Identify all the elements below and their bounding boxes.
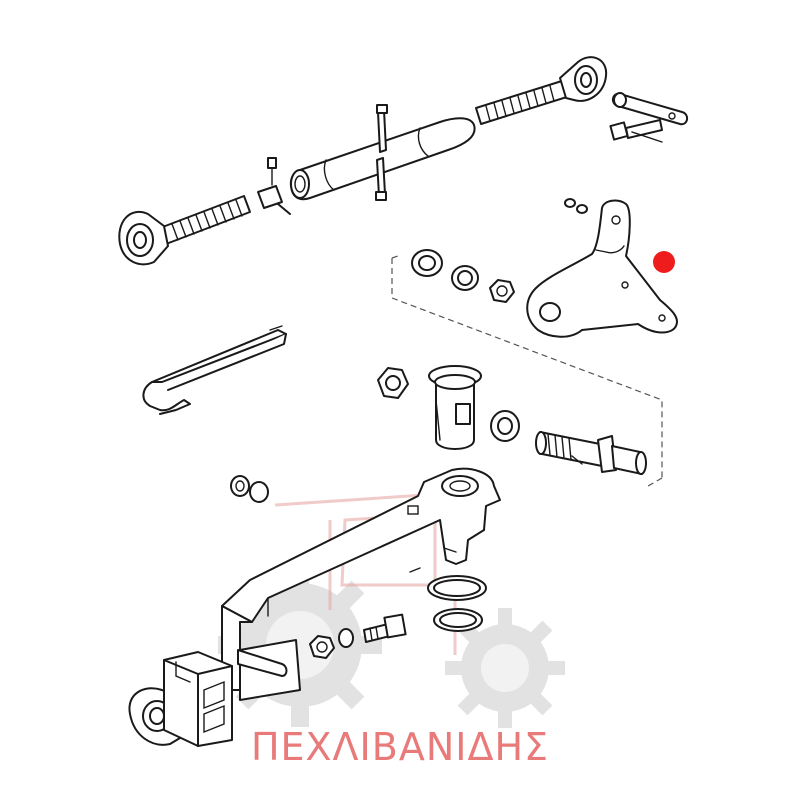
bracket-plate xyxy=(526,199,678,338)
threaded-shaft xyxy=(535,431,647,475)
top-link-barrel xyxy=(289,104,476,201)
top-link-lock-nut xyxy=(257,157,291,215)
top-link-right-ball-end xyxy=(559,56,608,102)
flat-washer-1 xyxy=(411,249,443,277)
link-pin xyxy=(612,92,688,126)
top-link-left-thread xyxy=(159,195,251,245)
small-washer-pair xyxy=(564,198,588,214)
spring-washer xyxy=(451,265,479,291)
hex-nut-small xyxy=(489,279,515,303)
snap-ring-large xyxy=(427,575,487,601)
top-link-right-thread xyxy=(475,79,571,125)
top-link-left-ball-end xyxy=(118,211,169,266)
bolt xyxy=(363,613,407,643)
hex-nut-large xyxy=(377,367,409,399)
lynch-pin xyxy=(609,119,663,143)
watermark-gear-right xyxy=(445,608,565,728)
ring-pair xyxy=(230,475,269,503)
linkage-rod xyxy=(142,325,287,415)
bushing xyxy=(428,365,482,450)
callout-marker[interactable] xyxy=(653,251,675,273)
assembly-dashed-outline xyxy=(391,255,663,487)
arm-nut xyxy=(309,635,335,659)
snap-ring-small xyxy=(433,608,483,632)
top-link-assembly xyxy=(118,56,608,266)
watermark-text: ΠΕΧΛΙΒΑΝΙΔΗΣ xyxy=(251,725,549,769)
arm-washer xyxy=(338,628,354,648)
flat-washer-2 xyxy=(490,410,520,442)
ball-joint-end xyxy=(128,651,233,747)
